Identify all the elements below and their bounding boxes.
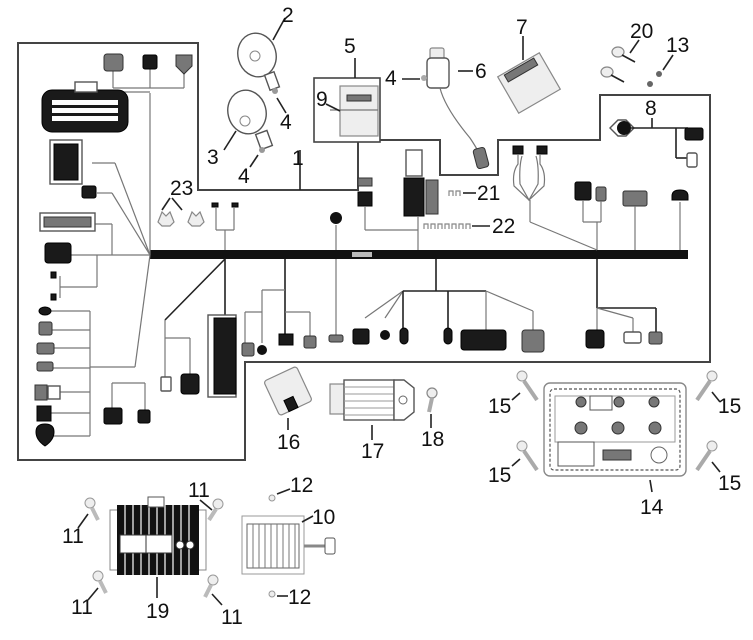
callout-10: 10 <box>312 506 335 529</box>
callout-19: 19 <box>146 600 169 623</box>
lower-branches <box>164 258 657 390</box>
callout-4c: 4 <box>385 67 397 90</box>
callout-23: 23 <box>170 177 193 200</box>
connector-oval <box>38 306 52 316</box>
callout-21: 21 <box>477 182 500 205</box>
connector-d <box>36 342 55 355</box>
callout-8: 8 <box>645 97 657 120</box>
connector-f <box>34 384 48 401</box>
charger-module-19 <box>109 496 207 575</box>
callout-5: 5 <box>344 35 356 58</box>
callout-12a: 12 <box>290 474 313 497</box>
horn-2 <box>237 32 281 94</box>
callout-11c: 11 <box>71 596 93 619</box>
connector-large-pins <box>52 100 118 121</box>
callout-15a: 15 <box>488 395 511 418</box>
callout-4b: 4 <box>238 165 250 188</box>
callout-12b: 12 <box>288 586 311 609</box>
lower-connectors <box>160 314 663 398</box>
flasher-relay-7 <box>496 51 562 115</box>
sensor-6 <box>421 47 490 170</box>
callout-17: 17 <box>361 440 384 463</box>
switch-harness-loop <box>512 145 598 251</box>
callout-14: 14 <box>640 496 664 519</box>
callout-15c: 15 <box>488 464 511 487</box>
connector-e <box>36 361 54 372</box>
connector-large-26pin-tab <box>74 81 98 93</box>
callout-7: 7 <box>516 16 528 39</box>
harness-frame-outline <box>17 42 711 461</box>
callout-16: 16 <box>277 431 300 454</box>
callout-6: 6 <box>475 60 487 83</box>
regulator-17 <box>329 379 415 421</box>
connector-j <box>137 409 151 424</box>
fuses-21 <box>448 190 461 196</box>
terminal-pair <box>211 202 239 250</box>
bolts-11 <box>84 497 224 598</box>
nut-12b <box>268 590 276 598</box>
connector-round-h <box>35 423 55 447</box>
sub-harness-8 <box>609 118 704 168</box>
callout-4a: 4 <box>280 111 292 134</box>
nut-12a <box>268 494 276 502</box>
callout-9: 9 <box>316 88 328 111</box>
right-upper-connectors <box>574 181 689 250</box>
harness-trunk <box>150 250 688 259</box>
relay-16 <box>264 366 312 416</box>
screws-20 <box>600 46 636 83</box>
connector-f-cap <box>47 385 61 400</box>
connector-top-1 <box>103 53 124 72</box>
washer-13b <box>647 81 653 87</box>
callout-2: 2 <box>282 4 294 27</box>
fuses-22 <box>423 223 471 229</box>
callout-11b: 11 <box>188 479 210 502</box>
callout-20: 20 <box>630 20 653 43</box>
fuse-block <box>403 149 471 250</box>
callout-labels: 1 2 3 4 4 4 5 6 7 8 9 10 11 11 11 11 12 … <box>62 4 741 629</box>
callout-22: 22 <box>492 215 515 238</box>
connector-block-vertical-body <box>53 143 79 181</box>
callout-11d: 11 <box>221 606 243 629</box>
clips-23 <box>157 197 205 227</box>
grommet <box>330 212 342 224</box>
connector-near-fuse <box>357 177 418 231</box>
connector-top-2 <box>142 54 158 70</box>
washer-13a <box>656 71 662 77</box>
dc-converter-10 <box>241 515 336 575</box>
terminal-1 <box>50 271 57 279</box>
terminal-2 <box>50 293 57 301</box>
connector-c <box>38 321 53 336</box>
callout-15b: 15 <box>718 395 741 418</box>
callout-15d: 15 <box>718 472 741 495</box>
fuse-holder-9 <box>339 85 379 137</box>
callout-11a: 11 <box>62 525 84 548</box>
callout-18: 18 <box>421 428 444 451</box>
connector-top-3 <box>175 54 193 75</box>
callout-1: 1 <box>292 147 304 170</box>
connector-small-a <box>81 185 97 199</box>
connector-long-strip-pins <box>43 216 92 228</box>
harness-label-tag <box>352 252 372 257</box>
connector-i <box>103 407 123 425</box>
bolt-18 <box>426 387 438 413</box>
callout-3: 3 <box>207 146 219 169</box>
connector-g <box>36 405 52 422</box>
motor-controller-14 <box>543 382 687 477</box>
horn-3 <box>227 89 274 153</box>
connector-square-b <box>44 242 72 264</box>
bolts-15 <box>516 370 718 472</box>
callout-13: 13 <box>666 34 689 57</box>
left-connectors <box>34 53 193 447</box>
